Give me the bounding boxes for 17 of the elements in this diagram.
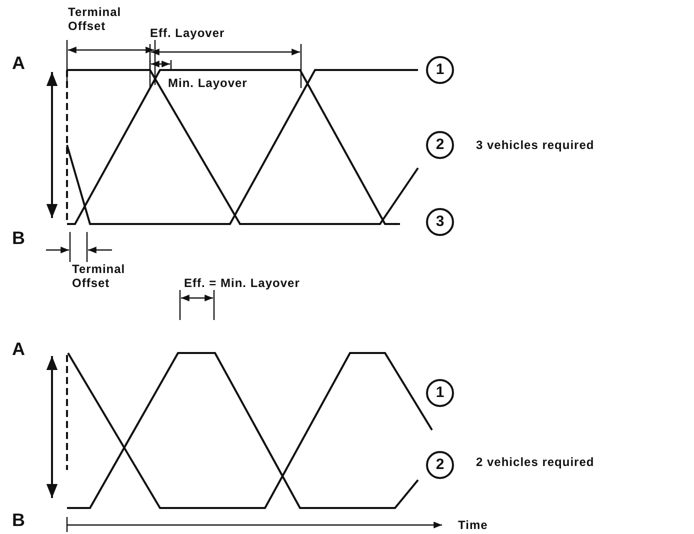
axis-label: B — [12, 510, 26, 530]
axis-label: A — [12, 339, 26, 359]
dimension-label: Eff. Layover — [150, 26, 225, 40]
dimension-label: Eff. = Min. Layover — [184, 276, 300, 290]
number-circle: 2 — [426, 131, 454, 159]
note-text: 2 vehicles required — [476, 455, 594, 469]
number-circle: 3 — [426, 208, 454, 236]
dimension-label: Terminal Offset — [68, 5, 122, 33]
number-circle: 1 — [426, 379, 454, 407]
number-circle: 1 — [426, 56, 454, 84]
axis-label: Time — [458, 518, 488, 532]
axis-label: B — [12, 228, 26, 248]
axis-label: A — [12, 53, 26, 73]
dimension-label: Min. Layover — [168, 76, 248, 90]
number-circle: 2 — [426, 451, 454, 479]
dimension-label: Terminal Offset — [72, 262, 126, 290]
note-text: 3 vehicles required — [476, 138, 594, 152]
